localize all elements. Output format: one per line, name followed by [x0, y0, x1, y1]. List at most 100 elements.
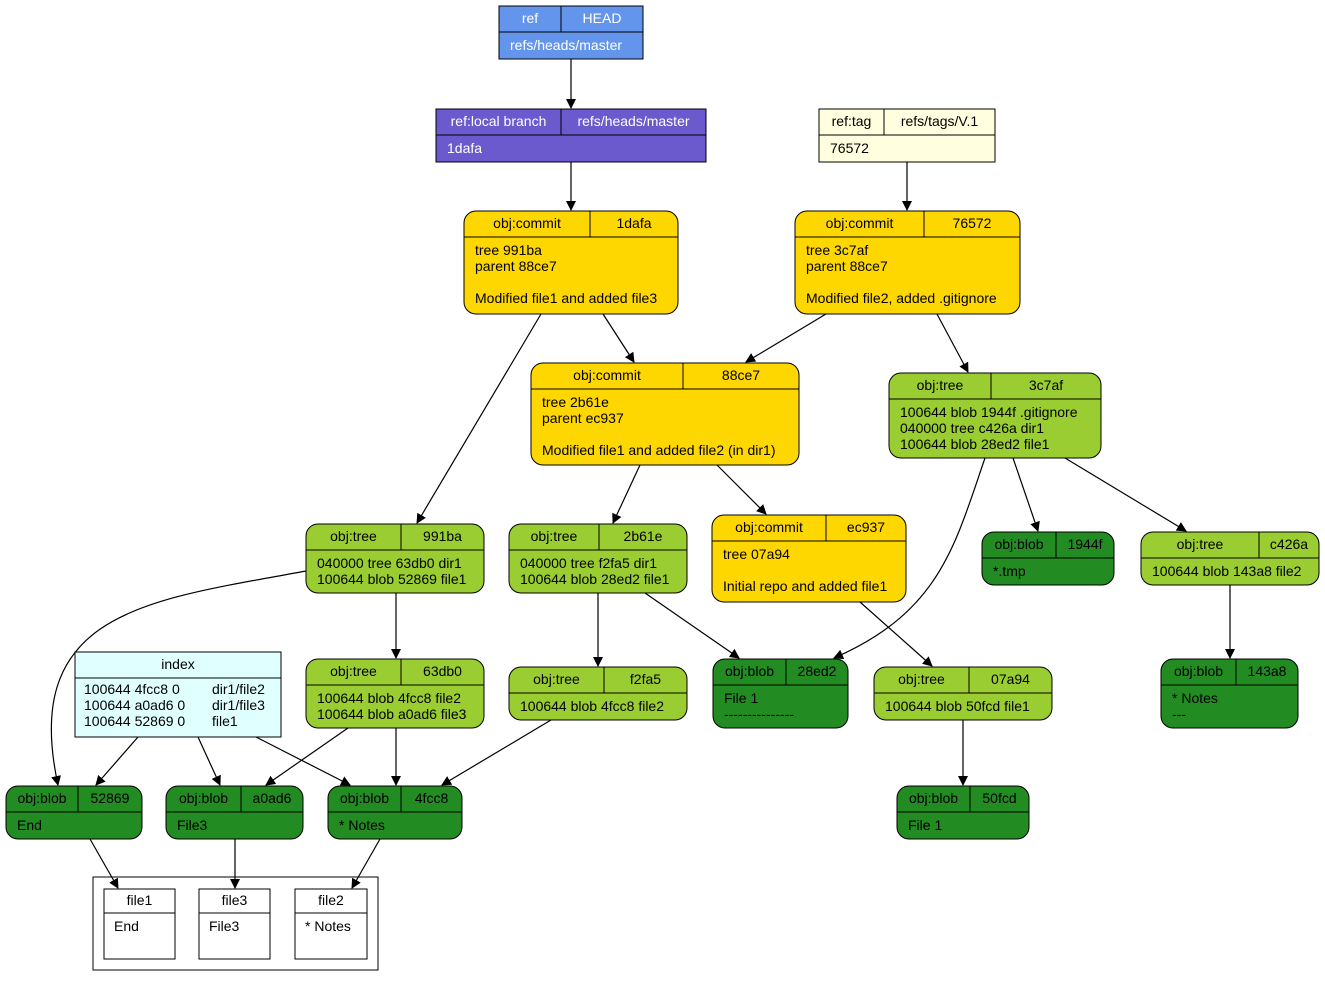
- node-type-label: obj:tree: [531, 528, 578, 544]
- node-body-line: End: [17, 817, 42, 833]
- node-box: [305, 658, 485, 729]
- node-id-label: f2fa5: [630, 671, 661, 687]
- node-id-label: 52869: [91, 790, 130, 806]
- index-title: index: [161, 656, 194, 672]
- node-box: [888, 372, 1102, 459]
- node-tree-t07a94[interactable]: obj:tree 07a94 100644 blob 50fcd file1: [873, 666, 1053, 721]
- edges-layer: [50, 59, 1235, 889]
- node-body-line: 100644 blob 143a8 file2: [1152, 563, 1302, 579]
- node-body-line: ---------------: [724, 706, 794, 722]
- node-body-line: ---: [1172, 706, 1186, 722]
- node-body-line: 100644 blob 52869 file1: [317, 571, 467, 587]
- edge-t63db0-to-ba0ad6: [265, 727, 349, 786]
- index-entry-path: dir1/file2: [212, 681, 265, 697]
- node-type-label: obj:commit: [826, 215, 894, 231]
- node-type-label: obj:tree: [898, 671, 945, 687]
- node-box: [1160, 658, 1299, 729]
- node-blob-b4fcc8[interactable]: obj:blob 4fcc8 * Notes: [327, 785, 463, 840]
- edge-t3c7af-to-tc426a: [1064, 457, 1187, 532]
- node-id-label: 2b61e: [624, 528, 663, 544]
- node-tree-tc426a[interactable]: obj:tree c426a 100644 blob 143a8 file2: [1140, 531, 1320, 586]
- edge-t3c7af-to-b1944f: [1012, 457, 1040, 532]
- edge-t3c7af-to-b28ed2: [833, 457, 986, 659]
- node-box: [508, 523, 688, 594]
- edge-t991ba-to-b52869: [50, 570, 307, 786]
- node-body-line: 100644 blob 4fcc8 file2: [317, 690, 461, 706]
- node-body-line: refs/heads/master: [510, 37, 622, 53]
- index-entry-path: dir1/file3: [212, 697, 265, 713]
- node-body-line: 100644 blob 50fcd file1: [885, 698, 1030, 714]
- edge-c88ce7-to-cec937: [716, 464, 767, 515]
- edge-b4fcc8-to-wfile2: [351, 838, 381, 889]
- edge-c76572-to-t3c7af: [936, 313, 969, 373]
- node-type-label: obj:blob: [340, 790, 389, 806]
- node-id-label: 3c7af: [1029, 377, 1063, 393]
- node-id-label: refs/tags/V.1: [901, 113, 979, 129]
- node-id-label: 07a94: [991, 671, 1030, 687]
- edge-index-to-b52869: [95, 736, 139, 786]
- node-body-line: Modified file2, added .gitignore: [806, 290, 997, 306]
- node-tree-t991ba[interactable]: obj:tree 991ba 040000 tree 63db0 dir110064…: [305, 523, 485, 594]
- edge-c1dafa-to-c88ce7: [602, 313, 635, 363]
- node-type-label: obj:blob: [1174, 663, 1223, 679]
- node-type-label: obj:commit: [493, 215, 561, 231]
- node-type-label: ref:local branch: [451, 113, 547, 129]
- node-id-label: 143a8: [1248, 663, 1287, 679]
- node-id-label: 88ce7: [722, 367, 760, 383]
- node-body-line: Initial repo and added file1: [723, 578, 887, 594]
- node-id-label: 50fcd: [982, 790, 1016, 806]
- node-body-line: 100644 blob 1944f .gitignore: [900, 404, 1078, 420]
- node-body-line: File 1: [908, 817, 942, 833]
- node-id-label: c426a: [1270, 536, 1308, 552]
- node-id-label: 991ba: [423, 528, 462, 544]
- node-type-label: ref:tag: [832, 113, 872, 129]
- edge-c76572-to-c88ce7: [745, 313, 827, 363]
- node-type-label: obj:tree: [330, 528, 377, 544]
- node-id-label: 63db0: [423, 663, 462, 679]
- node-body-line: tree 3c7af: [806, 242, 868, 258]
- node-type-label: obj:commit: [573, 367, 641, 383]
- node-body-line: 100644 blob 28ed2 file1: [900, 436, 1050, 452]
- node-body-line: parent 88ce7: [475, 258, 557, 274]
- node-box: [294, 888, 368, 960]
- node-workdir-wfile2[interactable]: file2* Notes: [294, 888, 368, 960]
- node-body-line: tree 07a94: [723, 546, 790, 562]
- node-body-line: 040000 tree f2fa5 dir1: [520, 555, 657, 571]
- node-type-label: obj:blob: [179, 790, 228, 806]
- node-id-label: 4fcc8: [415, 790, 449, 806]
- node-type-label: obj:blob: [725, 663, 774, 679]
- node-body-line: 040000 tree c426a dir1: [900, 420, 1044, 436]
- node-body-line: * Notes: [339, 817, 385, 833]
- node-body-line: 040000 tree 63db0 dir1: [317, 555, 462, 571]
- node-id-label: 28ed2: [798, 663, 837, 679]
- node-type-label: obj:tree: [1177, 536, 1224, 552]
- node-type-label: obj:blob: [909, 790, 958, 806]
- workdir-file-content: File3: [209, 918, 240, 934]
- node-type-label: obj:blob: [994, 536, 1043, 552]
- node-type-label: obj:tree: [533, 671, 580, 687]
- node-id-label: HEAD: [583, 10, 622, 26]
- index-entry: 100644 52869 0: [84, 713, 185, 729]
- node-id-label: 1dafa: [616, 215, 651, 231]
